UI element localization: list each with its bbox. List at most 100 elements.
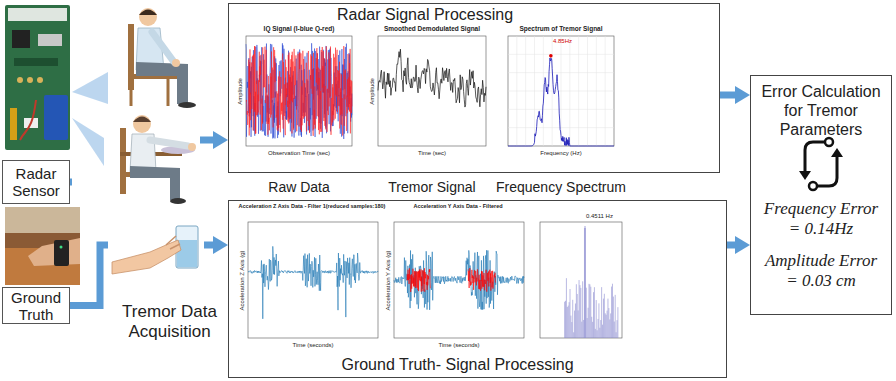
spectrum-spike (570, 316, 571, 338)
hair (139, 10, 157, 16)
spectrum-spike (565, 301, 566, 338)
spectrum-spike (608, 308, 609, 338)
spectrum-spike (596, 300, 597, 338)
flow-arrow (720, 92, 735, 99)
grid-line (508, 91, 614, 92)
spectrum-spike (564, 302, 565, 338)
radar-board-picture (5, 5, 70, 150)
plot-frame (248, 222, 378, 338)
icon-dot (825, 138, 833, 146)
plot-frame (540, 222, 622, 338)
acceleration-curve (248, 246, 378, 318)
plot-frame (508, 36, 614, 146)
shoe (178, 102, 196, 108)
spectrum-spike (580, 288, 581, 338)
spectrum-spike (607, 311, 608, 338)
cycle-icon (799, 138, 843, 190)
axis-label: Observation Time (sec) (246, 150, 352, 157)
axis-label: Time (seconds) (248, 342, 378, 349)
chair-back (120, 128, 126, 194)
seated-person-picture (128, 8, 196, 108)
head (139, 8, 157, 26)
icon-arrow (817, 156, 837, 186)
spectrum-spike (617, 307, 618, 338)
spectrum-spike (597, 330, 598, 338)
spectrum-spike (569, 302, 570, 338)
spectrum-spike (609, 319, 610, 338)
peak-marker (549, 54, 553, 58)
spectrum-spike (575, 304, 576, 338)
spectrum-spike (590, 287, 591, 338)
spectrum-spike (568, 306, 569, 338)
spectrum-spike (587, 318, 588, 338)
spectrum-spike (570, 289, 571, 338)
spectrum-spike (566, 278, 567, 338)
spectrum-spike (576, 284, 577, 338)
plot-title: Acceleration Z Axis Data - Filter 1(redu… (236, 203, 388, 209)
spectrum-spike (572, 300, 573, 338)
axis-label: Acceleration Z Axis (g) (239, 230, 246, 330)
plot-caption: Tremor Signal (372, 179, 492, 195)
plot-caption: Frequency Spectrum (496, 179, 626, 195)
sensor-light (60, 246, 63, 249)
wrist-band (54, 240, 69, 266)
icon-arrow (805, 142, 825, 172)
sensor-label-box: Ground Truth (2, 287, 70, 324)
filtered-curve (468, 268, 495, 292)
spectrum-spike (600, 320, 601, 338)
grid-line (508, 72, 614, 73)
plot-frame (246, 36, 352, 146)
spectrum-spike (567, 307, 568, 338)
shin (170, 172, 180, 200)
spectrum-spike (605, 313, 606, 338)
chair-leg (130, 79, 133, 106)
hand (112, 240, 181, 274)
seated-person-picture (120, 115, 196, 204)
chair-leg (167, 79, 170, 106)
spectrum-spike (589, 284, 590, 338)
spectrum-spike (606, 315, 607, 338)
spectrum-spike (602, 325, 603, 338)
filtered-curve (407, 268, 430, 292)
plot-title: Spectrum of Tremor Signal (502, 25, 620, 32)
spectrum-spike (583, 320, 584, 338)
circuit-board (5, 5, 70, 150)
spectrum-spike (604, 294, 605, 338)
spectrum-spike (601, 287, 602, 338)
chip (38, 34, 62, 46)
spectrum-spike (613, 297, 614, 338)
axis-label: Time (seconds) (394, 342, 524, 349)
trace-block (14, 58, 58, 66)
panel-title: Ground Truth- Signal Processing (229, 355, 686, 374)
grid-line (508, 127, 614, 128)
arm (152, 32, 174, 62)
spectrum-spike (595, 329, 596, 338)
axis-label: Amplitude (369, 46, 376, 136)
grid-line (508, 109, 614, 110)
spectrum-spike (616, 332, 617, 338)
arm (28, 238, 80, 266)
spectrum-spike (581, 322, 582, 338)
head (133, 115, 151, 133)
wall (5, 207, 80, 233)
wrist-sensor-photo (5, 207, 80, 285)
chip (12, 30, 30, 48)
photo-ground (5, 207, 80, 285)
spectrum-spike (591, 317, 592, 338)
iq-curve (246, 46, 352, 136)
radar-beam (72, 118, 104, 166)
spectrum-spike (603, 299, 604, 338)
icon-dot (809, 182, 817, 190)
header-pins (10, 108, 17, 140)
illustration-ground (72, 3, 200, 208)
spectrum-spike (616, 320, 617, 338)
spectrum-spike (573, 332, 574, 338)
spectrum-spike (593, 292, 594, 338)
spectrum-spike (571, 322, 572, 338)
board-header (8, 8, 67, 21)
spectrum-spike (599, 328, 600, 338)
spectrum-spike (579, 280, 580, 338)
sensor-label-box: Radar Sensor (2, 160, 70, 204)
hair (133, 117, 151, 123)
